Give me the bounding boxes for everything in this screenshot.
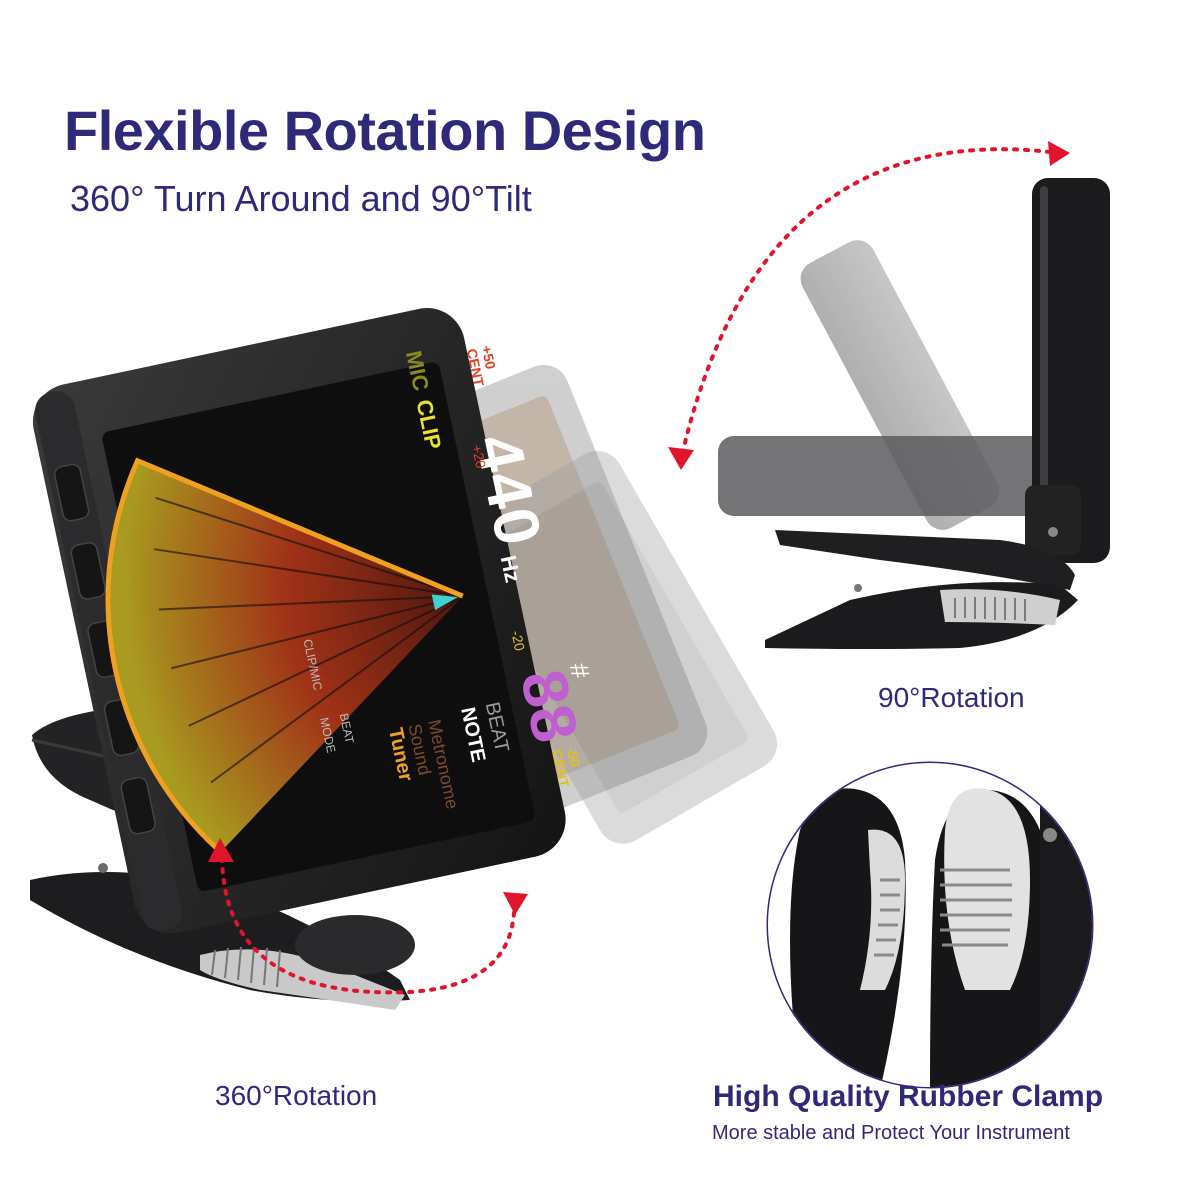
minus-cent-label: -50: [564, 745, 584, 768]
clamp-feature-subtitle: More stable and Protect Your Instrument: [712, 1122, 1070, 1144]
ghost-flat-screen: [718, 436, 1073, 516]
tick-plus-label: +20: [469, 443, 490, 470]
clamp-closeup: [766, 761, 1094, 1089]
tuner-needle-dial: [108, 460, 463, 853]
main-tuner-body: 440 Hz MIC CLIP +50 CENT +20 -20 88 # BE…: [32, 308, 596, 934]
beat-button-label: BEAT: [337, 712, 357, 745]
rotation-90-caption: 90°Rotation: [878, 682, 1025, 713]
clamp-feature-title: High Quality Rubber Clamp: [713, 1080, 1104, 1113]
rubber-pad-small: [940, 589, 1060, 625]
clip-upper-jaw: [775, 530, 1075, 590]
page-subtitle: 360° Turn Around and 90°Tilt: [70, 178, 532, 219]
cent-label-top: CENT: [464, 347, 488, 388]
plus-cent-label: +50: [478, 344, 499, 371]
tick-minus-label: -20: [508, 629, 528, 652]
upright-screen: [1032, 178, 1110, 563]
rotation-arrow: [208, 838, 528, 995]
frequency-unit: Hz: [496, 553, 526, 585]
tilt-demo-device: [718, 178, 1110, 649]
rotation-360-caption: 360°Rotation: [215, 1080, 378, 1111]
tilt-arrow: [668, 141, 1070, 470]
cent-label-bottom: CENT: [549, 748, 573, 789]
page-title: Flexible Rotation Design: [64, 99, 706, 162]
note-readout: 88: [507, 664, 592, 749]
sharp-symbol: #: [564, 660, 596, 681]
